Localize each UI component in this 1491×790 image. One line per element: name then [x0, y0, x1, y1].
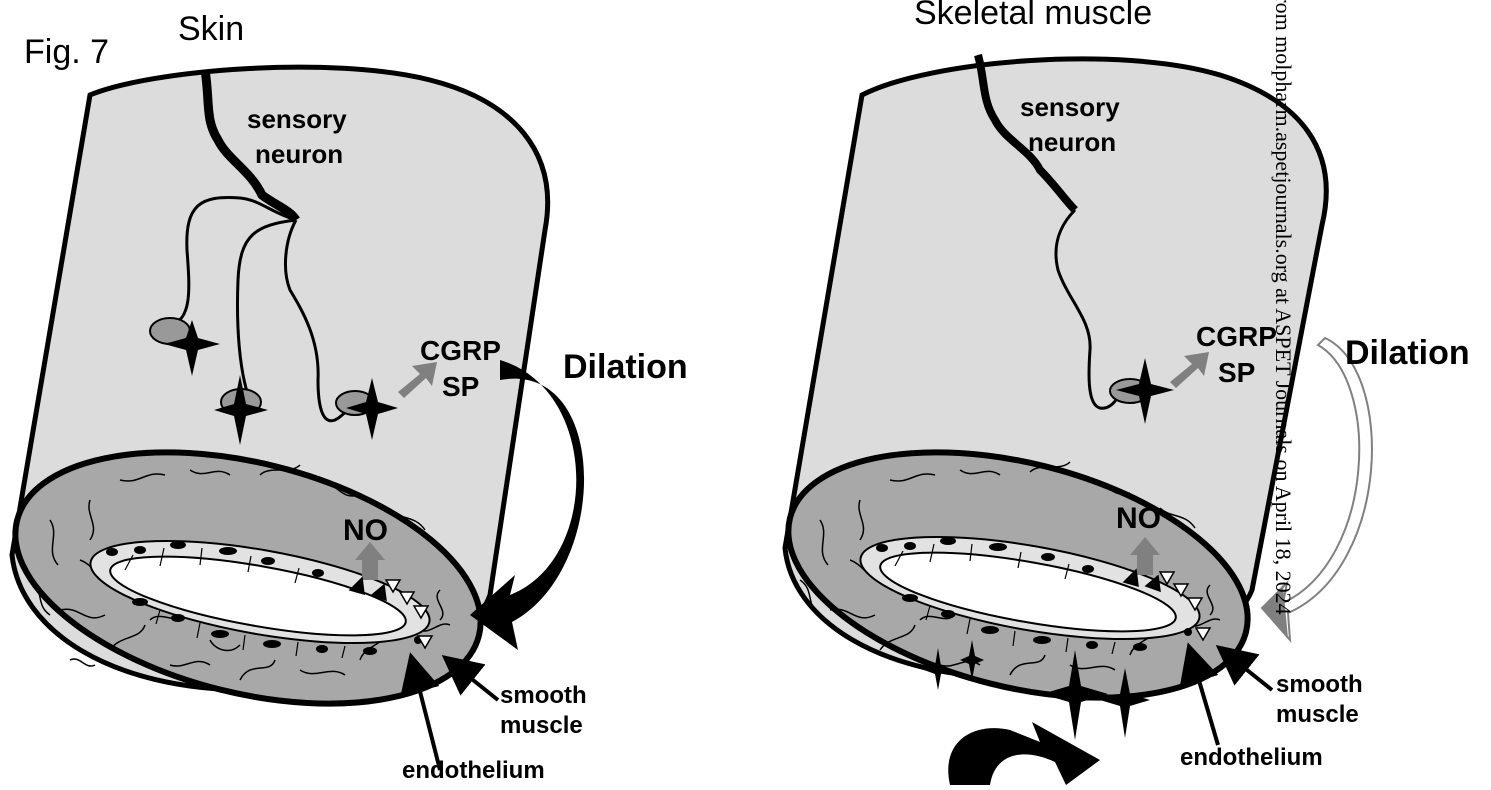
- skin-panel: Fig. 7 Skin sensory neuron CGRP SP Dilat…: [0, 10, 688, 784]
- skin-smooth-muscle-label-line1: smooth: [500, 682, 587, 709]
- skin-mediator-cgrp: CGRP: [420, 335, 501, 366]
- skin-smooth-muscle-pointer: [448, 660, 498, 700]
- skin-mediator-sp: SP: [442, 371, 479, 402]
- figure-label: Fig. 7: [24, 33, 109, 71]
- muscle-bottom-curved-arrow: [948, 722, 1100, 785]
- skin-neuron-label-line1: sensory: [247, 104, 347, 134]
- muscle-smooth-muscle-pointer: [1222, 650, 1272, 690]
- skin-smooth-muscle-label-line2: muscle: [500, 712, 583, 739]
- muscle-smooth-muscle-label-line2: muscle: [1276, 701, 1359, 728]
- skin-neuron-label-line2: neuron: [255, 139, 343, 169]
- muscle-mediator-sp: SP: [1218, 357, 1255, 388]
- muscle-no-label: NO: [1116, 502, 1161, 535]
- muscle-title: Skeletal muscle: [914, 0, 1152, 32]
- muscle-neuron-label-line1: sensory: [1020, 92, 1120, 122]
- muscle-neuron-label-line2: neuron: [1028, 127, 1116, 157]
- skin-dilation-label: Dilation: [563, 348, 688, 386]
- muscle-endothelium-label: endothelium: [1180, 744, 1323, 771]
- muscle-smooth-muscle-label-line1: smooth: [1276, 671, 1363, 698]
- muscle-mediator-cgrp: CGRP: [1196, 321, 1277, 352]
- muscle-panel: Skeletal muscle sensory neuron CGRP SP D…: [763, 0, 1470, 785]
- skin-title: Skin: [178, 10, 244, 48]
- muscle-dilation-label: Dilation: [1345, 334, 1470, 372]
- skin-no-label: NO: [343, 514, 388, 547]
- skin-endothelium-label: endothelium: [402, 757, 545, 784]
- download-watermark: Downloaded from molpharm.aspetjournals.o…: [1271, 0, 1296, 615]
